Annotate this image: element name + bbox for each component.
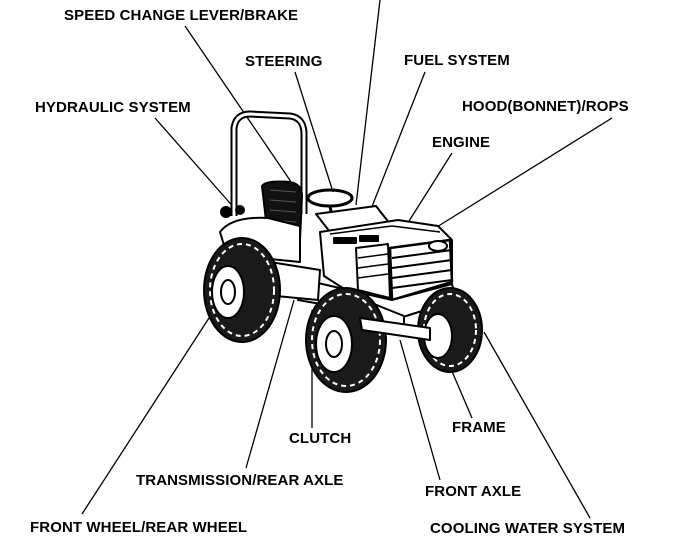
leader-top — [355, 0, 381, 206]
leader-wheels — [81, 317, 210, 515]
label-hydraulic-system: HYDRAULIC SYSTEM — [35, 99, 191, 116]
rear-tire — [203, 237, 281, 343]
label-cooling-water-system: COOLING WATER SYSTEM — [430, 520, 626, 537]
label-transmission-rear-axle: TRANSMISSION/REAR AXLE — [136, 472, 344, 489]
leader-speed-change — [184, 25, 301, 196]
headlight — [428, 240, 448, 252]
label-hood-rops: HOOD(BONNET)/ROPS — [462, 98, 629, 115]
label-clutch: CLUTCH — [289, 430, 352, 447]
leader-steering — [294, 71, 334, 193]
front-right-tire — [417, 287, 483, 373]
steering-wheel — [306, 188, 354, 208]
label-frame: FRAME — [452, 419, 506, 436]
label-fuel-system: FUEL SYSTEM — [404, 52, 510, 69]
leader-hydraulic-system — [154, 117, 237, 211]
leader-front-axle — [399, 339, 441, 481]
leader-fuel-system — [361, 71, 426, 233]
front-left-tire — [305, 287, 387, 393]
tractor-body — [203, 110, 483, 393]
leader-cooling-water — [483, 331, 591, 519]
label-engine: ENGINE — [432, 134, 491, 151]
label-front-wheel-rear-wheel: FRONT WHEEL/REAR WHEEL — [30, 519, 248, 536]
label-speed-change-lever-brake: SPEED CHANGE LEVER/BRAKE — [64, 7, 299, 24]
front-axle — [359, 317, 431, 341]
leader-lines — [81, 0, 613, 519]
label-steering: STEERING — [245, 53, 323, 70]
leader-hood-rops — [431, 117, 613, 231]
leader-transmission — [245, 299, 295, 469]
label-front-axle: FRONT AXLE — [425, 483, 522, 500]
